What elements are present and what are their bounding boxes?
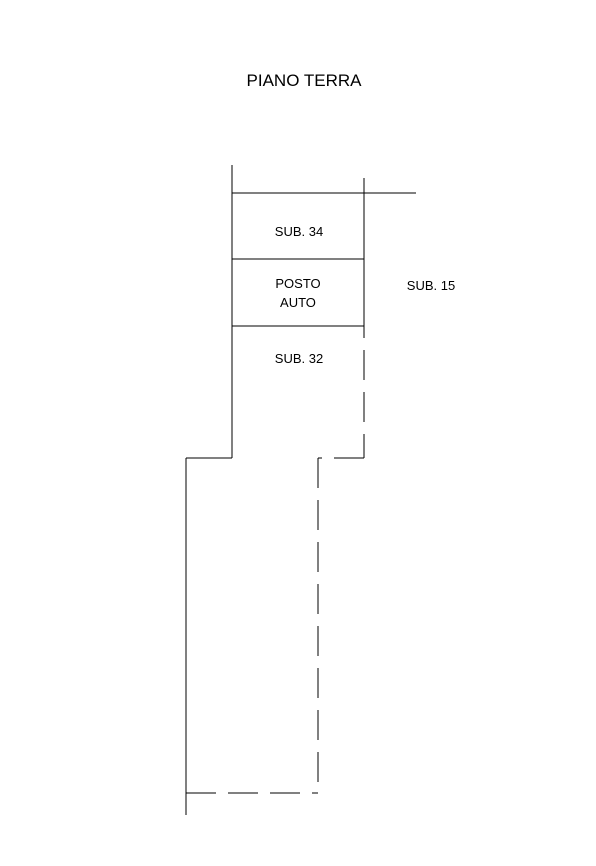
- plan-title: PIANO TERRA: [247, 71, 363, 90]
- label-sub-15: SUB. 15: [407, 278, 455, 293]
- label-auto: AUTO: [280, 295, 316, 310]
- label-posto: POSTO: [275, 276, 320, 291]
- label-sub-32: SUB. 32: [275, 351, 323, 366]
- label-sub-34: SUB. 34: [275, 224, 323, 239]
